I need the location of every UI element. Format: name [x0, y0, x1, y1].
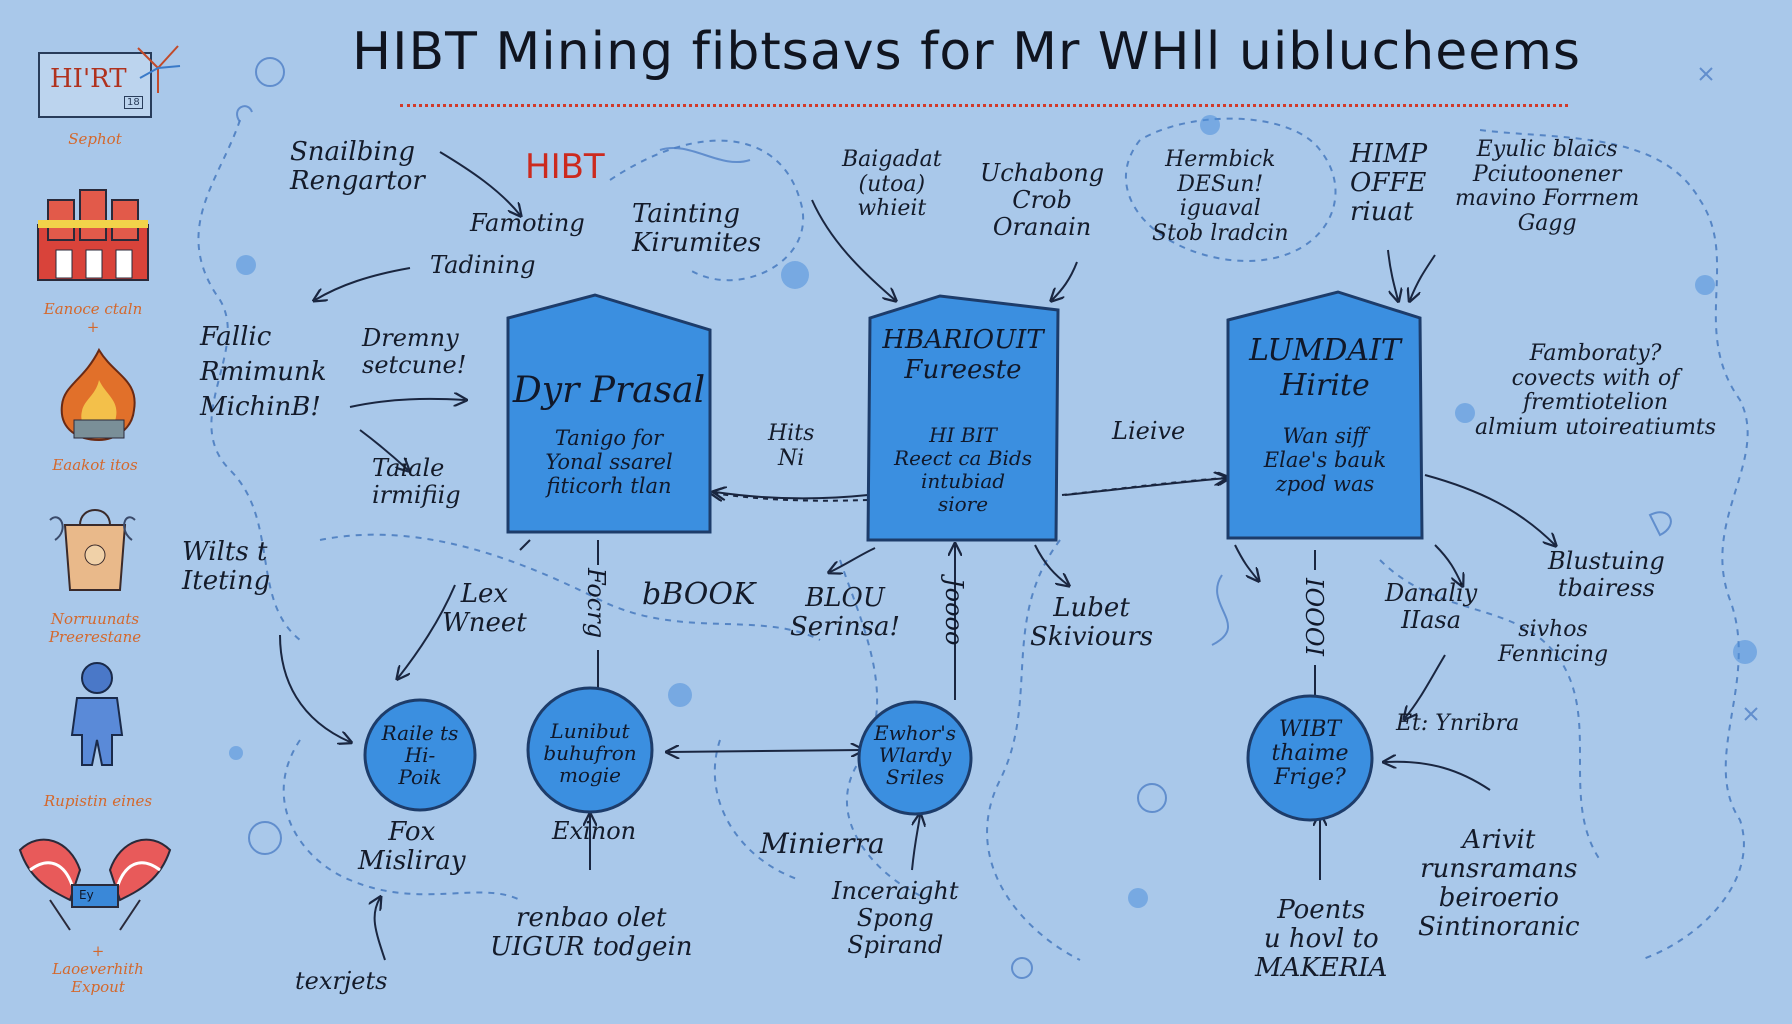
note-vert-right: IOOOI	[1300, 578, 1328, 656]
sidebar-label-4: Norruunats Preerestane	[48, 610, 142, 646]
note-blustuing: Blustuing tbairess	[1548, 547, 1665, 602]
note-vert-mid: Joooo	[940, 578, 968, 646]
dashed-links	[712, 478, 1225, 502]
fortress-icon	[37, 189, 149, 281]
fire-icon	[60, 347, 136, 442]
note-inceraight: Inceraight Spong Spirand	[832, 877, 959, 959]
box-2-body: HI BIT Reect ca Bids intubiad siore	[894, 423, 1032, 516]
note-lex: Lex Wneet	[442, 579, 527, 639]
sidebar-label-5: Rupistin eines	[43, 792, 153, 810]
sidebar-label-6: + Laoeverhith Expout	[52, 942, 144, 996]
circle-1-label: Raile ts Hi- Poik	[381, 721, 459, 789]
note-himp: HIMP OFFE riuat	[1350, 139, 1428, 228]
note-snailbing: Snailbing Rengartor	[290, 137, 425, 197]
note-tainting: Tainting Kirumites	[632, 199, 762, 259]
page-title: HIBT Mining fibtsavs for Mr WHll uibluch…	[352, 22, 1581, 82]
note-points: Poents u hovl to MAKERIA	[1255, 895, 1388, 984]
note-fox: Fox Misliray	[358, 817, 466, 877]
note-hits: Hits Ni	[768, 421, 815, 471]
arrows	[279, 151, 1555, 961]
box-2-shape	[866, 294, 1060, 542]
note-baigadat: Baigadat (utoa) whieit	[842, 147, 942, 222]
worker-icon	[70, 662, 124, 766]
sidebar-logo: HI'RT 18	[38, 45, 181, 120]
logo-sparkle-icon	[137, 45, 181, 93]
shopping-bag-icon	[49, 509, 136, 591]
stem-lines	[519, 539, 1316, 700]
note-exinon: Exinon	[552, 817, 637, 845]
note-vert-left: Focrg	[582, 568, 610, 639]
note-dremny: Dremny setcune!	[362, 324, 467, 379]
note-minierra: Minierra	[760, 827, 885, 860]
wings-badge-text: Ey	[79, 888, 94, 902]
note-fallic: Fallic Rmimunk MichinB!	[200, 322, 327, 423]
note-hermbick: Hermbick DESun! iguaval Stob lradcin	[1152, 147, 1289, 246]
note-lubet: Lubet Skiviours	[1030, 593, 1154, 653]
note-wiltst: Wilts t Iteting	[182, 537, 271, 597]
note-taiale: Taiale irmifiig	[372, 454, 461, 509]
note-arivit: Arivit runsramans beiroerio Sintinoranic	[1418, 825, 1580, 943]
circle-4-label: WIBT thaime Frige?	[1271, 717, 1349, 791]
title-underline	[400, 104, 1568, 107]
box-1-body: Tanigo for Yonal ssarel fiticorh tlan	[545, 426, 673, 499]
wings-badge-icon	[18, 838, 172, 931]
note-etgnribra: Et: Ynribra	[1396, 711, 1520, 736]
note-blou: BLOU Serinsa!	[790, 583, 900, 643]
note-sivhos: sivhos Fennicing	[1498, 617, 1609, 667]
circle-2-shape	[526, 686, 654, 814]
box-2-title: HBARIOUIT Fureeste	[882, 325, 1044, 385]
sidebar-label-1: Sephot	[68, 130, 122, 148]
decor-doodles	[236, 57, 1758, 979]
circle-4-shape	[1246, 694, 1374, 822]
sidebar-label-3: Eaakot itos	[52, 456, 138, 474]
box-1-title: Dyr Prasal	[512, 370, 706, 411]
sidebar-label-2: Eanoce ctaln +	[43, 300, 143, 336]
note-texrjets: texrjets	[295, 967, 388, 995]
note-uchabong: Uchabong Crob Oranain	[980, 159, 1105, 241]
note-famoting: Famoting	[470, 209, 585, 237]
circle-2-label: Lunibut buhufron mogie	[543, 719, 637, 787]
circle-1-shape	[363, 698, 477, 812]
box-1-shape	[506, 293, 712, 534]
decor-dots	[229, 115, 1757, 908]
logo-badge: 18	[124, 96, 143, 109]
circle-3-shape	[857, 700, 973, 816]
note-eyulic: Eyulic blaics Pciutoonener mavino Forrne…	[1455, 137, 1640, 236]
circle-3-label: Ewhor's Wlardy Sriles	[874, 721, 956, 789]
box-3-title: LUMDAIT Hirite	[1249, 333, 1401, 403]
box-3-body: Wan siff Elae's bauk zpod was	[1263, 424, 1387, 497]
note-renbao: renbao olet UIGUR todgein	[490, 903, 693, 963]
logo-text: HI'RT	[50, 64, 127, 94]
hibt-tag: HIBT	[525, 147, 605, 187]
note-tadining: Tadining	[430, 251, 536, 279]
double-arrows	[668, 750, 862, 752]
note-famboraty: Famboraty? covects with of fremtiotelion…	[1475, 341, 1717, 440]
box-3-shape	[1226, 290, 1424, 540]
note-danaliy: Danaliy IIasa	[1385, 579, 1478, 634]
note-lieive: Lieive	[1112, 417, 1186, 445]
note-bbook: bBOOK	[642, 577, 756, 612]
